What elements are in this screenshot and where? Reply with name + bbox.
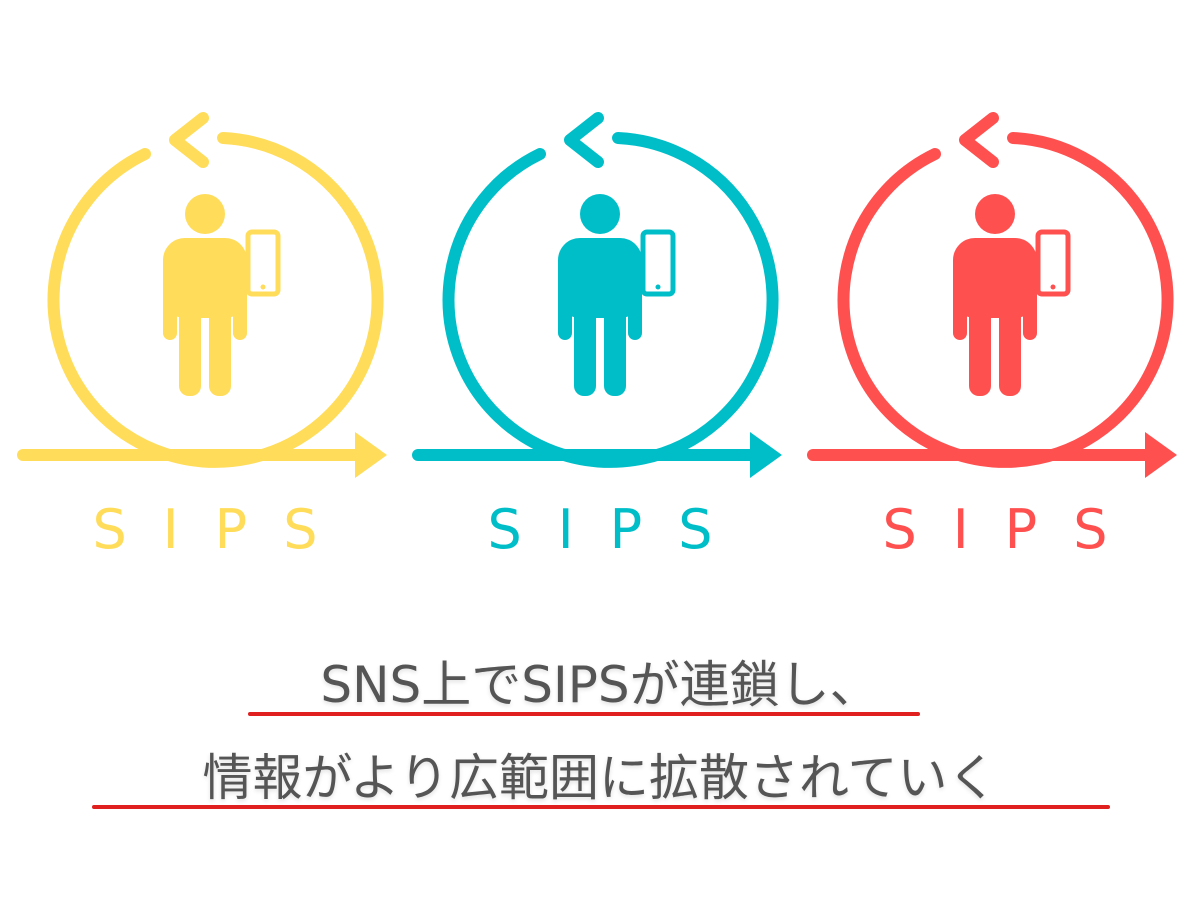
baseline-arrowhead — [1145, 432, 1177, 478]
smartphone-icon — [1035, 229, 1071, 297]
sips-cycle-red — [805, 110, 1185, 480]
caption-underline-1 — [248, 712, 920, 716]
person-icon — [163, 194, 247, 396]
cycle-loop-arrowhead — [169, 112, 209, 168]
baseline-arrowhead — [355, 432, 387, 478]
person-icon — [558, 194, 642, 396]
sips-cycle-teal — [410, 110, 790, 480]
sips-label-teal: SIPS — [487, 498, 749, 561]
sips-cycle-graphic — [17, 112, 387, 478]
sips-cycle-yellow — [15, 110, 395, 480]
person-icon — [953, 194, 1037, 396]
cycle-loop-arrowhead — [959, 112, 999, 168]
sips-label-yellow: SIPS — [92, 498, 354, 561]
sips-cycle-graphic — [412, 112, 782, 478]
smartphone-icon — [245, 229, 281, 297]
baseline-arrowhead — [750, 432, 782, 478]
caption-line-2: 情報がより広範囲に拡散されていく — [202, 749, 998, 807]
caption-line-1: SNS上でSIPSが連鎖し、 — [320, 656, 880, 714]
smartphone-icon — [640, 229, 676, 297]
sips-cycle-graphic — [807, 112, 1177, 478]
sips-label-red: SIPS — [882, 498, 1144, 561]
caption-underline-2 — [92, 805, 1110, 809]
cycle-loop-arrowhead — [564, 112, 604, 168]
